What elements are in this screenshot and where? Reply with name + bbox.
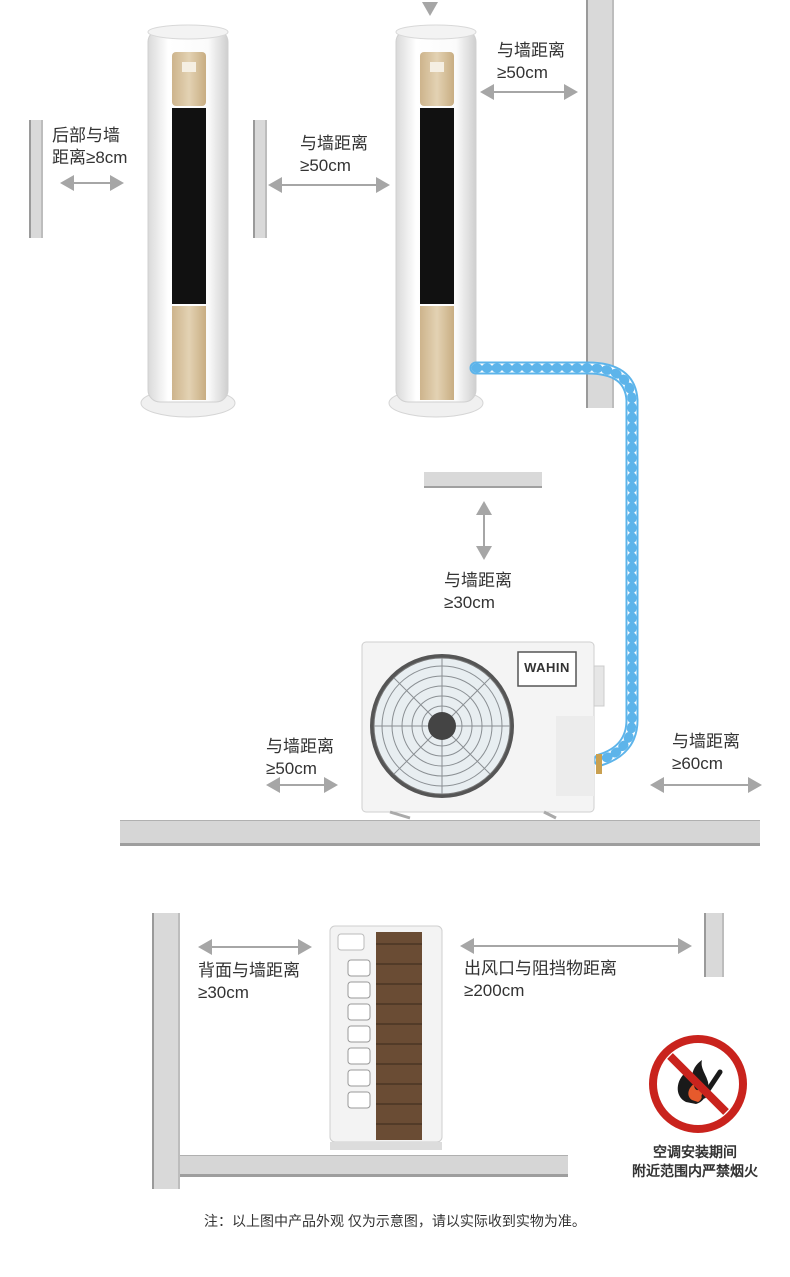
brand-logo: WAHIN: [524, 660, 570, 675]
outdoor-unit: WAHIN: [360, 636, 605, 820]
middle-wall: [253, 120, 267, 238]
tower-ac-left-drawing: [140, 24, 236, 418]
tower-ac-right-drawing: [388, 24, 484, 418]
footnote: 注：以上图中产品外观 仅为示意图，请以实际收到实物为准。: [204, 1213, 586, 1229]
ceiling-bar: [424, 472, 542, 488]
outdoor-right-label: 与墙距离 ≥60cm: [672, 732, 740, 773]
tower-ac-unit-left: [140, 22, 236, 420]
outdoor-top-label: 与墙距离 ≥30cm: [444, 571, 512, 612]
outdoor-unit-drawing: [361, 641, 605, 820]
no-fire-sign-drawing: [649, 1035, 747, 1133]
refrigerant-pipe: [469, 361, 639, 767]
side-back-wall: [152, 913, 180, 1189]
rear-distance-label: 后部与墙 距离≥8cm: [52, 126, 128, 167]
middle-distance-label: 与墙距离 ≥50cm: [300, 134, 368, 175]
side-back-label: 背面与墙距离 ≥30cm: [198, 961, 300, 1002]
side-unit-drawing: [329, 925, 443, 1150]
outdoor-left-label: 与墙距离 ≥50cm: [266, 737, 334, 778]
outdoor-unit-side-view: [328, 924, 448, 1152]
warning-text: 空调安装期间 附近范围内严禁烟火: [632, 1144, 758, 1179]
side-outlet-label: 出风口与阻挡物距离 ≥200cm: [464, 959, 617, 1000]
tower-ac-unit-right: [388, 22, 484, 420]
outdoor-ground: [120, 820, 760, 846]
no-fire-icon: [648, 1034, 748, 1134]
right-top-distance-label: 与墙距离 ≥50cm: [497, 41, 565, 82]
side-obstacle-wall: [704, 913, 724, 977]
side-ground: [180, 1155, 568, 1177]
left-rear-wall: [29, 120, 43, 238]
right-wall: [586, 0, 614, 408]
